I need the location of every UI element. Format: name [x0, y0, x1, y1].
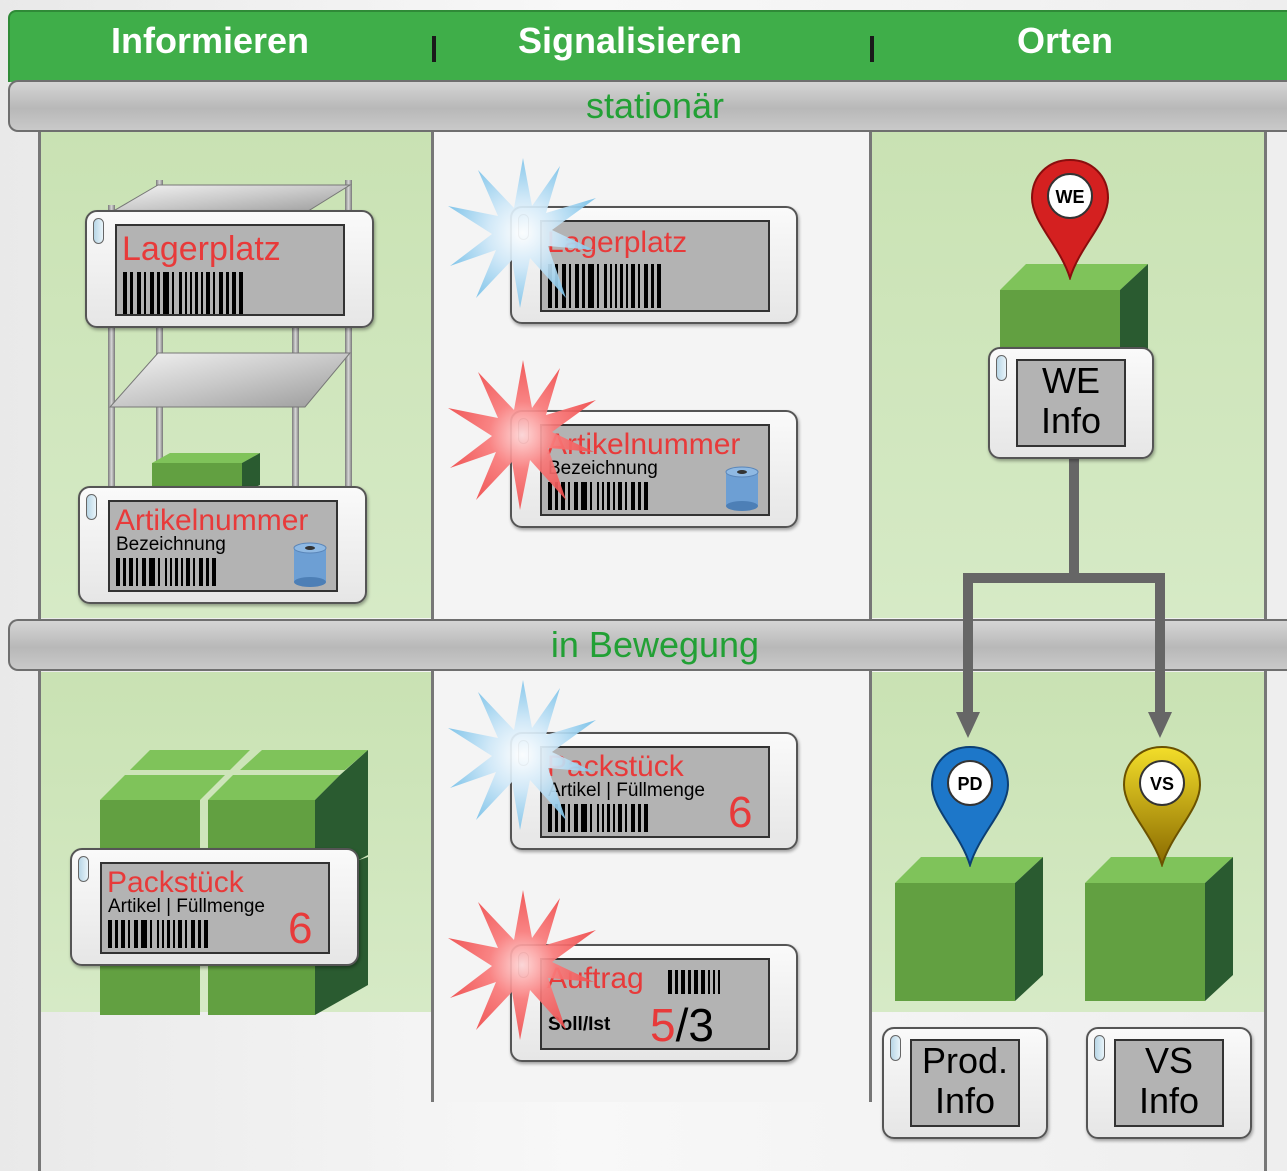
label-title: Lagerplatz — [122, 230, 281, 268]
header-bar: Informieren Signalisieren Orten — [8, 10, 1287, 82]
package-label: Packstück Artikel | Füllmenge 6 — [70, 848, 359, 966]
tab-orten: Orten — [1016, 20, 1113, 61]
label-value: 5/3 — [650, 998, 714, 1050]
section-bar-stationary: stationär — [8, 80, 1287, 132]
we-location-pin-icon: WE — [1030, 158, 1110, 280]
barcode — [116, 558, 216, 586]
column-divider — [431, 132, 434, 1102]
tab-signalisieren: Signalisieren — [517, 20, 743, 61]
value-target: 5 — [650, 999, 676, 1050]
roll-icon — [293, 542, 327, 587]
label-title: Packstück — [107, 866, 244, 899]
label-line2: Info — [934, 1080, 996, 1121]
signal-order-label: Auftrag Soll/Ist 5/3 — [510, 944, 798, 1062]
value-actual: /3 — [675, 999, 714, 1050]
signal-shelf-label: Lagerplatz — [510, 206, 798, 324]
barcode — [108, 920, 208, 948]
blue-flash-icon — [448, 680, 596, 830]
label-screen: WE Info — [1016, 359, 1126, 447]
label-subtitle: Bezeichnung — [548, 458, 658, 479]
section-title-moving: in Bewegung — [550, 624, 760, 665]
label-quantity: 6 — [728, 788, 753, 837]
roll-icon — [725, 466, 759, 511]
vs-box — [1085, 857, 1233, 1001]
tab-informieren: Informieren — [110, 20, 310, 61]
red-flash-icon — [448, 360, 596, 510]
pd-location-pin-icon: PD — [930, 745, 1010, 867]
blue-flash-icon — [448, 158, 596, 308]
label-screen: Lagerplatz — [540, 220, 770, 312]
column-divider — [869, 132, 872, 1102]
vs-info-label: VS Info — [1086, 1027, 1252, 1139]
label-screen: Artikelnummer Bezeichnung — [108, 500, 338, 592]
status-led — [93, 218, 104, 244]
pin-text: WE — [1056, 187, 1085, 207]
label-title: Artikelnummer — [115, 504, 309, 537]
label-screen: Prod. Info — [910, 1039, 1020, 1127]
flow-connector — [956, 450, 1172, 738]
label-line1: Prod. — [921, 1040, 1009, 1081]
barcode — [548, 264, 661, 308]
pin-text: PD — [957, 774, 982, 794]
label-line1: VS — [1144, 1040, 1194, 1081]
label-screen: Packstück Artikel | Füllmenge 6 — [100, 862, 330, 954]
we-info-label: WE Info — [988, 347, 1154, 459]
status-led — [78, 856, 89, 882]
pin-text: VS — [1150, 774, 1174, 794]
header-separator — [432, 36, 436, 62]
label-screen: Auftrag Soll/Ist 5/3 — [540, 958, 770, 1050]
shelf-location-label: Lagerplatz — [85, 210, 374, 328]
label-screen: VS Info — [1114, 1039, 1224, 1127]
vs-location-pin-icon: VS — [1122, 745, 1202, 867]
label-subtitle: Bezeichnung — [116, 534, 226, 555]
label-screen: Lagerplatz — [115, 224, 345, 316]
label-subtitle: Artikel | Füllmenge — [108, 896, 265, 917]
label-screen: Artikelnummer Bezeichnung — [540, 424, 770, 516]
status-led — [1094, 1035, 1105, 1061]
pd-box — [895, 857, 1043, 1001]
label-line2: Info — [1138, 1080, 1200, 1121]
red-flash-icon — [448, 890, 596, 1040]
header-separator — [870, 36, 874, 62]
status-led — [86, 494, 97, 520]
label-sub: Soll/Ist — [548, 1014, 611, 1035]
label-subtitle: Artikel | Füllmenge — [548, 780, 705, 801]
label-title: Artikelnummer — [547, 428, 741, 461]
barcode — [548, 804, 648, 832]
status-led — [996, 355, 1007, 381]
section-title-stationary: stationär — [585, 85, 725, 126]
label-line2: Info — [1040, 400, 1102, 441]
section-bar-moving: in Bewegung — [8, 619, 1287, 671]
prod-info-label: Prod. Info — [882, 1027, 1048, 1139]
signal-package-label: Packstück Artikel | Füllmenge 6 — [510, 732, 798, 850]
signal-article-label: Artikelnummer Bezeichnung — [510, 410, 798, 528]
label-line1: WE — [1042, 360, 1100, 401]
shelf-illustration — [108, 180, 352, 495]
status-led — [890, 1035, 901, 1061]
label-screen: Packstück Artikel | Füllmenge 6 — [540, 746, 770, 838]
barcode — [668, 970, 720, 994]
barcode — [123, 272, 243, 314]
article-label: Artikelnummer Bezeichnung — [78, 486, 367, 604]
label-quantity: 6 — [288, 904, 313, 953]
